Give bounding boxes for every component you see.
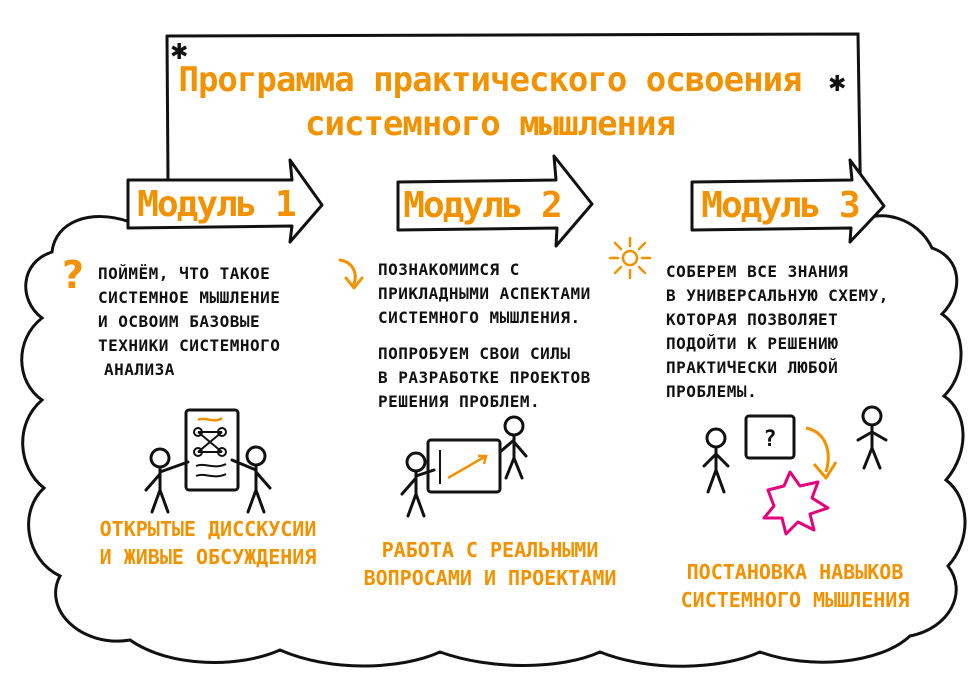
title-line-1: Программа практического освоения bbox=[178, 60, 802, 100]
title-box bbox=[165, 32, 863, 230]
description-line: Познакомимся с bbox=[378, 260, 520, 279]
description-line: решения проблем. bbox=[378, 392, 541, 411]
module-1-label: Модуль 1 bbox=[137, 184, 296, 225]
description-line: системного мышления. bbox=[378, 308, 581, 327]
caption-line: Постановка навыков bbox=[686, 560, 904, 584]
description-line: техники системного bbox=[98, 336, 281, 355]
down-arrow-icon bbox=[338, 258, 364, 290]
module-2-label: Модуль 2 bbox=[403, 185, 562, 226]
description-line: Соберем все знания bbox=[666, 262, 849, 281]
description-line: в разработке проектов bbox=[378, 368, 591, 387]
module-2-illustration bbox=[400, 415, 528, 518]
sun-icon bbox=[608, 236, 652, 280]
module-3-illustration: ? bbox=[702, 405, 888, 536]
module-3-caption: Постановка навыков системного мышления bbox=[650, 558, 940, 614]
description-line: и освоим базовые bbox=[98, 312, 261, 331]
caption-line: Работа с реальными bbox=[381, 538, 599, 562]
module-1-description: Поймём, что такое системное мышление и о… bbox=[98, 262, 280, 382]
module-3-description: Соберем все знания в универсальную схему… bbox=[666, 260, 889, 404]
description-line: подойти к решению bbox=[666, 334, 839, 353]
asterisk-icon: ✱ bbox=[828, 72, 847, 97]
module-2-description-2: Попробуем свои силы в разработке проекто… bbox=[378, 342, 591, 414]
description-line: практически любой bbox=[666, 358, 839, 377]
asterisk-icon: ✱ bbox=[170, 40, 189, 65]
question-mark-icon: ? bbox=[62, 253, 85, 297]
caption-line: системного мышления bbox=[680, 588, 910, 612]
module-2-arrow bbox=[396, 154, 594, 248]
description-line: проблемы. bbox=[666, 382, 758, 401]
title-line-2: системного мышления bbox=[305, 104, 676, 144]
description-line: Поймём, что такое bbox=[98, 264, 271, 283]
module-2-description: Познакомимся с прикладными аспектами сис… bbox=[378, 258, 591, 330]
module-1-caption: Открытые дисскусии и живые обсуждения bbox=[68, 515, 348, 571]
svg-text:?: ? bbox=[763, 427, 776, 452]
description-line: которая позволяет bbox=[666, 310, 839, 329]
module-1-illustration bbox=[144, 408, 272, 514]
module-1-arrow bbox=[126, 158, 324, 244]
caption-line: вопросами и проектами bbox=[363, 566, 617, 590]
caption-line: Открытые дисскусии bbox=[99, 517, 317, 541]
module-3-arrow bbox=[690, 158, 886, 244]
description-line: в универсальную схему, bbox=[666, 286, 889, 305]
caption-line: и живые обсуждения bbox=[99, 545, 317, 569]
cloud-outline bbox=[20, 214, 967, 668]
module-3-label: Модуль 3 bbox=[701, 185, 860, 226]
description-line: Попробуем свои силы bbox=[378, 344, 571, 363]
module-2-caption: Работа с реальными вопросами и проектами bbox=[350, 536, 630, 592]
description-line: прикладными аспектами bbox=[378, 284, 591, 303]
description-line: системное мышление bbox=[98, 288, 281, 307]
description-line: анализа bbox=[104, 360, 175, 379]
